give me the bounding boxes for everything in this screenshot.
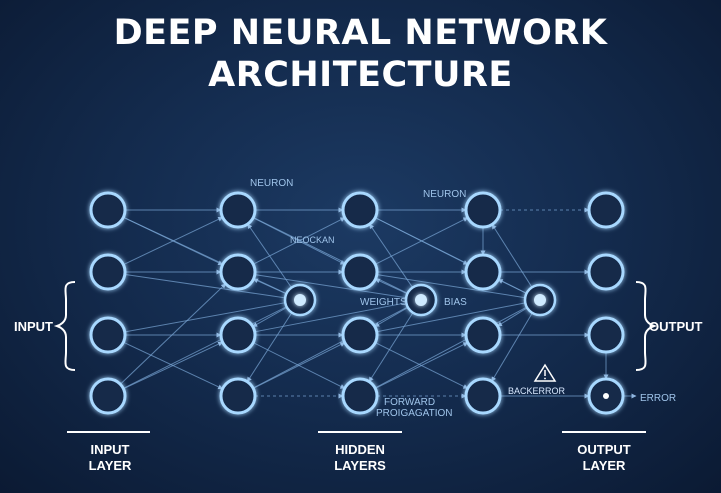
neuron-nodes	[89, 191, 625, 415]
error-dot	[603, 393, 609, 399]
neuron-node-1-1	[219, 253, 257, 291]
neuron-node-2-0	[341, 191, 379, 229]
neuron-node-0-3	[89, 377, 127, 415]
edge-hub-out-2-2	[497, 307, 528, 327]
neuron-node-1-3	[219, 377, 257, 415]
hidden-layers-title-1: HIDDEN	[335, 442, 385, 457]
neuron-node-0-0	[89, 191, 127, 229]
edge-hub-out-2-0	[491, 223, 533, 288]
neuron-node-4-1	[587, 253, 625, 291]
warning-icon	[533, 363, 557, 382]
edge-hub-in-0-2	[124, 302, 286, 333]
neuron-label-garbled: NEOCKAN	[290, 235, 335, 245]
neuron-node-3-1	[464, 253, 502, 291]
edge-hub-out-0-0	[247, 223, 292, 288]
neuron-node-0-2	[89, 316, 127, 354]
error-label: ERROR	[640, 393, 676, 404]
output-layer-title-2: LAYER	[583, 458, 626, 473]
input-layer-title-2: LAYER	[89, 458, 132, 473]
bias-label: BIAS	[444, 297, 467, 308]
hidden-layers-title-2: LAYERS	[334, 458, 386, 473]
title-line-1: DEEP NEURAL NETWORK	[113, 13, 608, 53]
diagram-title: DEEP NEURAL NETWORK ARCHITECTURE	[0, 12, 721, 96]
edge-input-6	[123, 341, 224, 390]
forward-label-1: FORWARD	[384, 397, 435, 408]
neuron-node-2-3	[341, 377, 379, 415]
hub-core-2	[534, 294, 546, 306]
edge-hub-in-0-1	[124, 273, 286, 299]
edge-x-1-1	[252, 217, 346, 265]
neuron-node-4-0	[587, 191, 625, 229]
edge-hub-out-1-3	[368, 312, 414, 383]
neuron-label-right: NEURON	[423, 189, 466, 200]
neuron-node-3-3	[464, 377, 502, 415]
neuron-node-4-2	[587, 316, 625, 354]
edge-hub-out-1-0	[369, 223, 413, 288]
edge-hub-in-0-3	[122, 306, 287, 389]
edge-hub-out-1-2	[374, 307, 409, 327]
connection-edges	[119, 207, 637, 399]
neuron-node-1-0	[219, 191, 257, 229]
neuron-node-2-2	[341, 316, 379, 354]
edge-hub-in-0-0	[123, 216, 287, 295]
neuron-node-0-1	[89, 253, 127, 291]
neuron-node-3-2	[464, 316, 502, 354]
edge-hub-in-1-2	[254, 302, 407, 333]
edge-x-2-3	[375, 342, 469, 389]
edge-hub-out-2-3	[491, 312, 533, 382]
title-line-2: ARCHITECTURE	[208, 55, 513, 95]
edge-hub-out-0-1	[253, 278, 287, 295]
edge-hub-in-2-1	[376, 274, 526, 299]
edge-hub-out-2-1	[497, 279, 527, 294]
edge-hub-in-2-2	[376, 302, 526, 333]
hub-core-1	[415, 294, 427, 306]
edge-input-7	[119, 283, 227, 385]
neuron-node-2-1	[341, 253, 379, 291]
edge-hub-in-1-1	[254, 274, 407, 299]
edge-hub-in-2-3	[374, 306, 528, 389]
neuron-node-3-0	[464, 191, 502, 229]
edge-hub-in-1-3	[252, 306, 408, 389]
edge-hub-out-0-3	[246, 312, 293, 383]
edge-hub-out-1-1	[374, 278, 408, 295]
input-side-label: INPUT	[14, 319, 53, 334]
forward-label-2: PROIGAGATION	[376, 408, 453, 419]
weights-label: WEIGHTS	[360, 297, 407, 308]
back-error-label: BACKERROR	[508, 386, 566, 396]
edge-hub-in-1-0	[253, 217, 408, 294]
hub-core-0	[294, 294, 306, 306]
input-layer-title-1: INPUT	[91, 442, 130, 457]
input-brace	[53, 281, 76, 371]
output-brace	[635, 281, 658, 371]
output-side-label: OUTPUT	[649, 319, 703, 334]
output-layer-title-1: OUTPUT	[577, 442, 631, 457]
neuron-label-left: NEURON	[250, 178, 293, 189]
edge-hub-out-0-2	[252, 306, 288, 328]
neuron-node-1-2	[219, 316, 257, 354]
edge-x-1-3	[252, 342, 346, 389]
